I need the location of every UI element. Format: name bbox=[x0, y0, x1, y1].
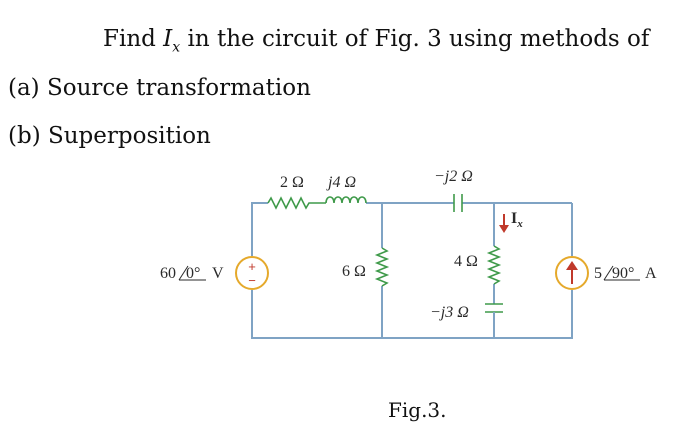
resistor-6ohm bbox=[374, 247, 390, 287]
question-title-suffix: in the circuit of Fig. 3 using methods o… bbox=[180, 26, 650, 52]
label-vs-magnitude: 60 bbox=[160, 265, 176, 282]
capacitor-neg-j2ohm bbox=[453, 194, 463, 212]
current-source bbox=[555, 256, 589, 290]
label-voltage-source: 60 0° V bbox=[160, 265, 224, 282]
resistor-2ohm bbox=[267, 196, 326, 210]
voltage-source-minus: − bbox=[248, 273, 256, 288]
label-c1: −j2 Ω bbox=[434, 168, 473, 185]
wire-left bbox=[251, 202, 268, 256]
label-ix-main: I bbox=[511, 210, 517, 227]
capacitor-neg-j3ohm bbox=[485, 303, 503, 318]
label-r3: 4 Ω bbox=[454, 253, 478, 270]
voltage-source-plus: + bbox=[248, 259, 256, 274]
label-cs-magnitude: 5 bbox=[594, 265, 602, 282]
label-current-source: 5 90° A bbox=[594, 265, 657, 282]
question-title-variable: I bbox=[163, 26, 173, 52]
voltage-source: + − bbox=[235, 256, 269, 290]
inductor-j4ohm bbox=[325, 196, 367, 204]
resistor-4ohm bbox=[486, 245, 502, 285]
label-l1: j4 Ω bbox=[326, 174, 356, 191]
wire-left-bottom bbox=[251, 290, 573, 339]
current-ix-arrow-icon bbox=[499, 214, 509, 233]
question-title-prefix: Find bbox=[103, 26, 164, 52]
circuit-wires bbox=[251, 202, 573, 339]
label-vs-angle: 0° bbox=[186, 265, 200, 282]
label-ix-sub: x bbox=[516, 218, 523, 230]
label-cs-angle: 90° bbox=[612, 265, 634, 282]
figure-caption: Fig.3. bbox=[388, 398, 447, 422]
label-vs-unit: V bbox=[212, 265, 224, 282]
question-title-subscript: x bbox=[172, 39, 181, 56]
label-r2: 6 Ω bbox=[342, 263, 366, 280]
question-part-a: (a) Source transformation bbox=[8, 75, 311, 101]
question-title: Find Ix in the circuit of Fig. 3 using m… bbox=[103, 26, 649, 56]
label-ix: Ix bbox=[511, 210, 523, 230]
label-c2: −j3 Ω bbox=[430, 304, 469, 321]
question-part-b: (b) Superposition bbox=[8, 123, 211, 149]
label-cs-unit: A bbox=[645, 265, 657, 282]
current-source-arrow-icon bbox=[566, 261, 578, 270]
label-r1: 2 Ω bbox=[280, 174, 304, 191]
